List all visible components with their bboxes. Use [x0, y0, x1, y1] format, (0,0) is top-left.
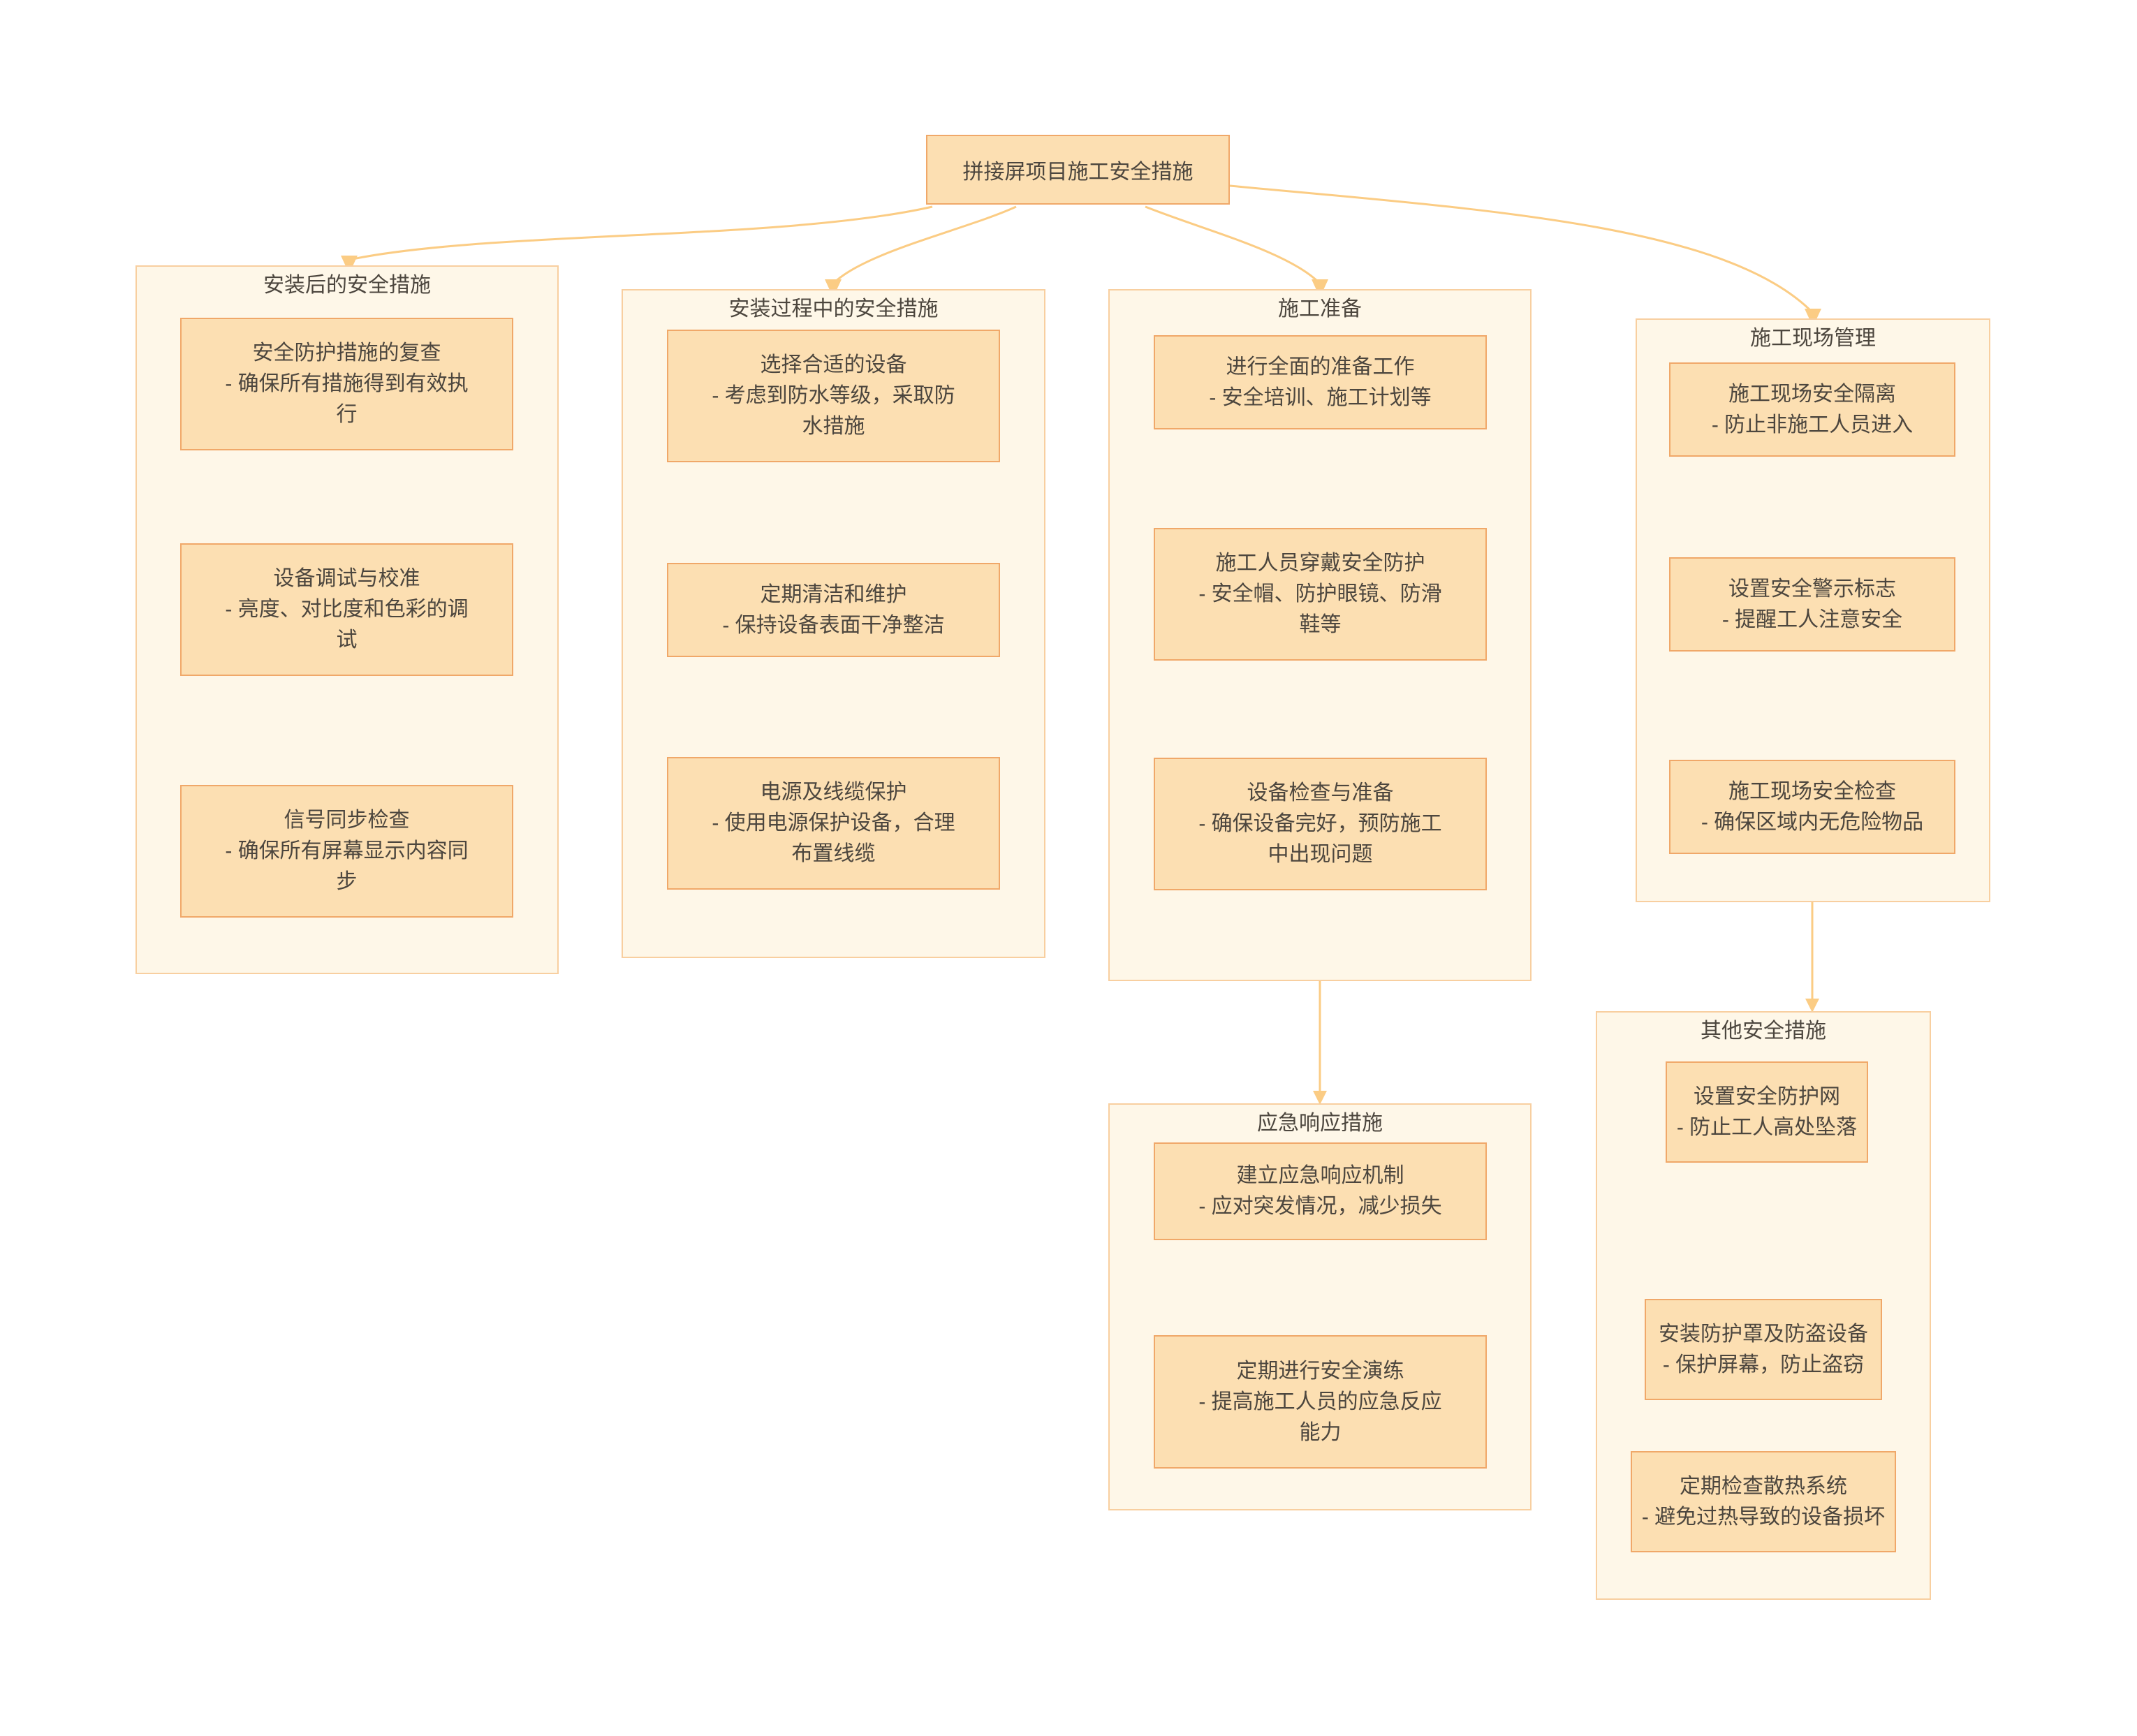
flow-box[interactable]: 设备调试与校准 - 亮度、对比度和色彩的调 试	[180, 543, 513, 676]
flow-box[interactable]: 进行全面的准备工作 - 安全培训、施工计划等	[1154, 335, 1487, 429]
flow-box[interactable]: 安全防护措施的复查 - 确保所有措施得到有效执 行	[180, 318, 513, 450]
flow-box[interactable]: 设置安全防护网 - 防止工人高处坠落	[1666, 1061, 1868, 1163]
flow-box[interactable]: 施工现场安全隔离 - 防止非施工人员进入	[1669, 362, 1955, 457]
flow-box[interactable]: 设备检查与准备 - 确保设备完好，预防施工 中出现问题	[1154, 758, 1487, 890]
flow-box[interactable]: 选择合适的设备 - 考虑到防水等级，采取防 水措施	[667, 330, 1000, 462]
edge-root-to-group4	[1229, 184, 1814, 314]
flow-box[interactable]: 定期进行安全演练 - 提高施工人员的应急反应 能力	[1154, 1335, 1487, 1469]
flow-box[interactable]: 定期清洁和维护 - 保持设备表面干净整洁	[667, 563, 1000, 657]
root-node[interactable]: 拼接屏项目施工安全措施	[926, 135, 1230, 205]
edge-root-to-group3	[1145, 205, 1321, 285]
edge-root-to-group2	[832, 205, 1017, 285]
group-title: 施工准备	[1278, 297, 1362, 321]
flow-box[interactable]: 电源及线缆保护 - 使用电源保护设备，合理 布置线缆	[667, 757, 1000, 890]
flow-box[interactable]: 设置安全警示标志 - 提醒工人注意安全	[1669, 557, 1955, 652]
group-title: 应急响应措施	[1257, 1112, 1383, 1135]
flow-box[interactable]: 信号同步检查 - 确保所有屏幕显示内容同 步	[180, 785, 513, 918]
flow-box[interactable]: 施工人员穿戴安全防护 - 安全帽、防护眼镜、防滑 鞋等	[1154, 528, 1487, 661]
flow-box[interactable]: 施工现场安全检查 - 确保区域内无危险物品	[1669, 760, 1955, 854]
flow-box[interactable]: 建立应急响应机制 - 应对突发情况，减少损失	[1154, 1142, 1487, 1240]
group-title: 其他安全措施	[1701, 1020, 1826, 1043]
flow-box[interactable]: 安装防护罩及防盗设备 - 保护屏幕，防止盗窃	[1645, 1299, 1882, 1400]
group-title: 安装后的安全措施	[263, 274, 431, 297]
group-title: 安装过程中的安全措施	[728, 297, 939, 321]
edge-root-to-group1	[348, 205, 933, 261]
flow-box[interactable]: 定期检查散热系统 - 避免过热导致的设备损坏	[1631, 1451, 1896, 1552]
group-title: 施工现场管理	[1750, 327, 1876, 350]
